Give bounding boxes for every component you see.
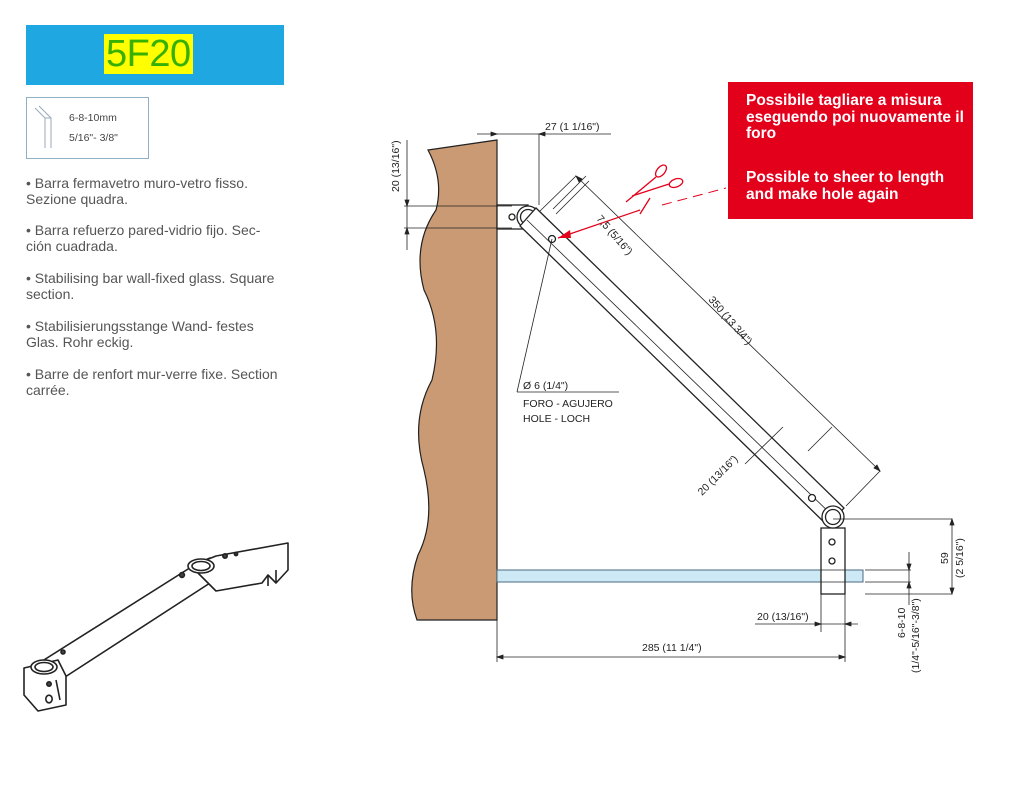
- glass-panel-icon: [34, 105, 52, 148]
- wall: [411, 139, 498, 621]
- stabilising-bar: [519, 207, 845, 527]
- thickness-mm: 6-8-10mm: [69, 112, 117, 124]
- dim-clamp-height: 59: [939, 552, 951, 564]
- description-es: • Barra refuerzo pared-vidrio fijo. Sec-…: [26, 222, 261, 254]
- dim-wall-height: 20 (13/16"): [390, 140, 402, 192]
- hole-label-en: HOLE - LOCH: [523, 413, 590, 425]
- cut-indicator: [557, 164, 727, 239]
- description-it: • Barra fermavetro muro-vetro fisso. Sez…: [26, 175, 248, 207]
- dim-glass-thickness: 6-8-10: [896, 607, 908, 638]
- hole-diameter: Ø 6 (1/4"): [523, 380, 568, 392]
- thickness-inch: 5/16"- 3/8": [69, 132, 118, 144]
- cut-note-italian: Possibile tagliare a misura eseguendo po…: [746, 92, 964, 142]
- glass-panel: [496, 569, 864, 583]
- cut-note-english: Possible to sheer to length and make hol…: [746, 169, 945, 203]
- dimension-lines: [404, 131, 955, 662]
- product-code: 5F20: [104, 33, 193, 75]
- dim-clamp-width: 20 (13/16"): [757, 611, 809, 623]
- dim-bar-section: 20 (13/16"): [696, 453, 741, 498]
- scissors-icon: [625, 164, 684, 215]
- hole-label-es: FORO - AGUJERO: [523, 398, 613, 410]
- description-fr: • Barre de renfort mur-verre fixe. Secti…: [26, 366, 278, 398]
- description-de: • Stabilisierungsstange Wand- festes Gla…: [26, 318, 254, 350]
- dim-top-width: 27 (1 1/16"): [545, 121, 600, 133]
- product-code-header: 5F20: [26, 25, 284, 85]
- dim-total-width: 285 (11 1/4"): [642, 642, 702, 654]
- dim-hole-offset: 7,5 (5/16"): [594, 213, 635, 258]
- dim-glass-thickness-inch: (1/4"-5/16"-3/8"): [910, 598, 922, 673]
- cut-note: Possibile tagliare a misura eseguendo po…: [728, 82, 973, 219]
- glass-clamp: [820, 505, 846, 595]
- dim-clamp-height-inch: (2 5/16"): [954, 538, 966, 578]
- glass-thickness-box: 6-8-10mm 5/16"- 3/8": [26, 97, 149, 159]
- description-en: • Stabilising bar wall-fixed glass. Squa…: [26, 270, 275, 302]
- product-illustration: [23, 542, 289, 712]
- dim-bar-length: 350 (13 3/4"): [706, 294, 755, 347]
